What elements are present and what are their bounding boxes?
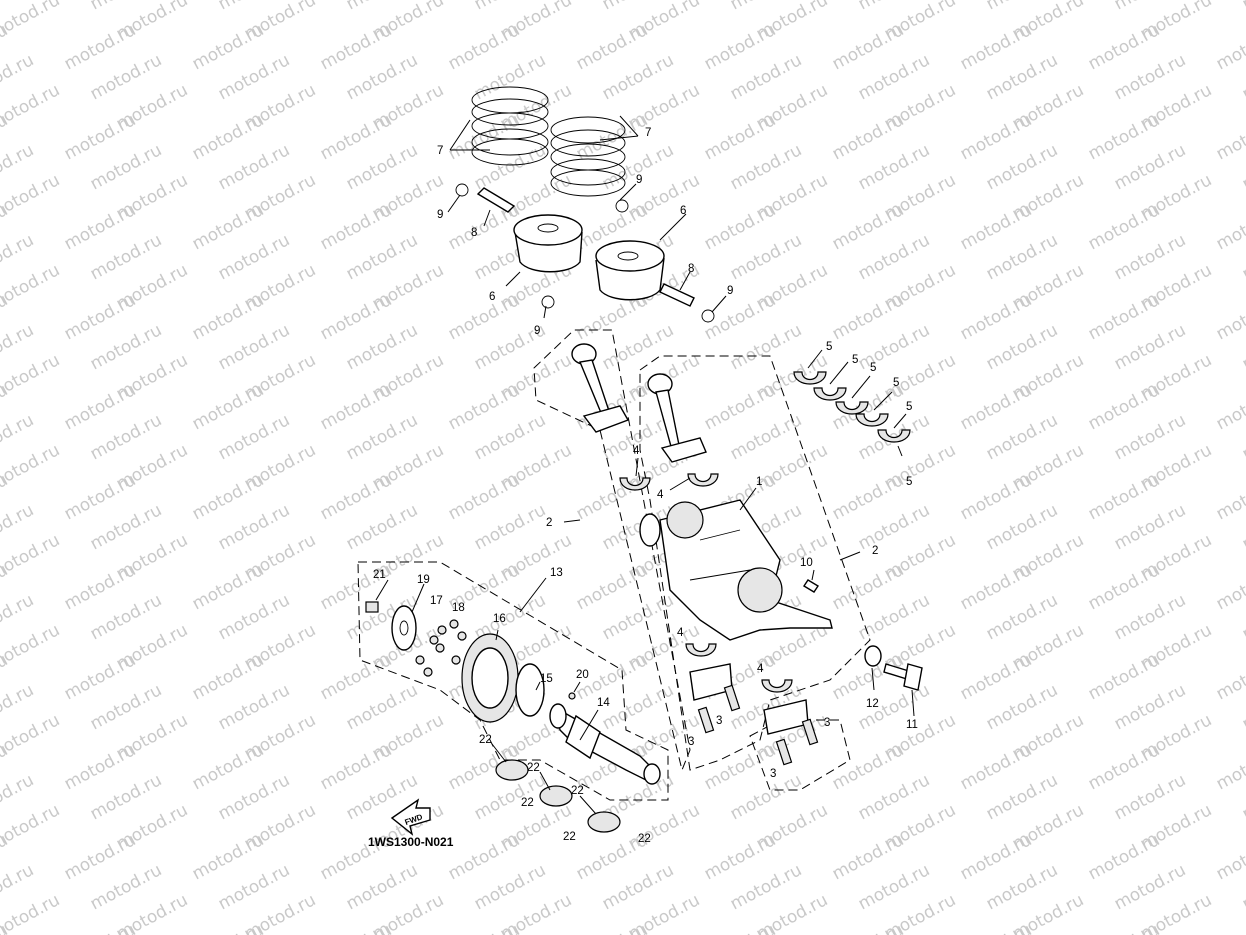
callout-3-b: 3	[716, 715, 722, 727]
watermark-text: motod.ru	[1213, 650, 1246, 704]
callout-12: 12	[866, 698, 879, 710]
watermark-text: motod.ru	[1213, 110, 1246, 164]
balancer-gear-parts	[365, 601, 576, 723]
callout-22-f: 22	[638, 833, 651, 845]
callout-22-b: 22	[527, 762, 540, 774]
watermark-text: motod.ru	[445, 920, 523, 935]
callout-22-a: 22	[479, 734, 492, 746]
watermark-text: motod.ru	[1213, 470, 1246, 524]
callout-8-right: 8	[688, 263, 694, 275]
watermark-text: motod.ru	[701, 920, 779, 935]
watermark-text: motod.ru	[1213, 560, 1246, 614]
watermark-text: motod.ru	[1213, 290, 1246, 344]
callout-3-d: 3	[770, 768, 776, 780]
callout-5-a: 5	[826, 341, 832, 353]
callout-19: 19	[417, 574, 430, 586]
piston-left	[455, 86, 583, 309]
fwd-arrow: FWD	[390, 798, 431, 836]
balancer-bearings	[495, 759, 621, 833]
callout-8-left: 8	[471, 227, 477, 239]
callout-2-right: 2	[872, 545, 878, 557]
conrod-assembly-left-outline	[533, 329, 691, 772]
callout-2-left: 2	[546, 517, 552, 529]
watermark-text: motod.ru	[1239, 0, 1246, 14]
callout-labels: 7 7 9 9 8 6 8 6 9 9 5 5 5 5 5 5 4 4 1 2 …	[373, 127, 918, 845]
watermark-text: motod.ru	[573, 920, 651, 935]
callout-4-a: 4	[633, 445, 640, 457]
callout-5-d: 5	[893, 377, 899, 389]
callout-5-b: 5	[852, 354, 858, 366]
watermark-text: motod.ru	[1213, 380, 1246, 434]
callout-4-c: 4	[677, 627, 684, 639]
callout-4-d: 4	[757, 663, 764, 675]
callout-22-e: 22	[563, 831, 576, 843]
watermark-text: motod.ru	[317, 920, 395, 935]
watermark-text: motod.ru	[61, 920, 139, 935]
callout-3-c: 3	[824, 717, 830, 729]
watermark-text: motod.ru	[1213, 830, 1246, 884]
balancer-assembly-outline	[357, 561, 669, 801]
watermark-text: motod.ru	[0, 890, 63, 935]
callout-6-left: 6	[489, 291, 495, 303]
leader-lines	[375, 115, 915, 815]
connecting-rod-right	[647, 373, 707, 463]
callout-9-left-top: 9	[437, 209, 443, 221]
callout-6-right: 6	[680, 205, 686, 217]
balancer-shaft	[549, 703, 661, 785]
diagram-code: 1WS1300-N021	[368, 835, 454, 849]
callout-20: 20	[576, 669, 589, 681]
callout-11: 11	[906, 719, 918, 731]
callout-9-right-top: 9	[636, 174, 642, 186]
rod-bolts	[697, 684, 819, 766]
piston-right	[550, 116, 715, 323]
callout-14: 14	[597, 697, 610, 709]
callout-15: 15	[540, 673, 553, 685]
callout-1: 1	[756, 476, 762, 488]
watermark-text: motod.ru	[1085, 920, 1163, 935]
callout-5-f: 5	[906, 401, 912, 413]
crank-bolt-and-washer	[864, 645, 923, 691]
watermark-text: motod.ru	[0, 920, 11, 935]
watermark-text: motod.ru	[1213, 200, 1246, 254]
callout-18: 18	[452, 602, 465, 614]
callout-17: 17	[430, 595, 443, 607]
callout-16: 16	[493, 613, 506, 625]
rod-bearings	[619, 473, 809, 735]
watermark-text: motod.ru	[1213, 20, 1246, 74]
watermark-text: motod.ru	[1213, 740, 1246, 794]
watermark-text: motod.ru	[189, 920, 267, 935]
callout-10: 10	[800, 557, 813, 569]
connecting-rod-left	[571, 343, 630, 433]
callout-22-d: 22	[571, 785, 584, 797]
main-bearings	[793, 371, 911, 443]
callout-7-left: 7	[437, 145, 443, 157]
callout-9-left-bottom: 9	[534, 325, 540, 337]
callout-7-right: 7	[645, 127, 651, 139]
callout-13: 13	[550, 567, 563, 579]
woodruff-key	[803, 579, 819, 593]
crankshaft	[639, 499, 833, 641]
callout-3-a: 3	[688, 736, 694, 748]
watermark-text: motod.ru	[957, 920, 1035, 935]
callout-21: 21	[373, 569, 386, 581]
callout-22-c: 22	[521, 797, 534, 809]
watermark-text: motod.ru	[829, 920, 907, 935]
watermark-text: motod.ru	[1213, 920, 1246, 935]
callout-5-e: 5	[906, 476, 912, 488]
callout-9-right-bottom: 9	[727, 285, 733, 297]
callout-4-b: 4	[657, 489, 664, 501]
callout-5-c: 5	[870, 362, 876, 374]
